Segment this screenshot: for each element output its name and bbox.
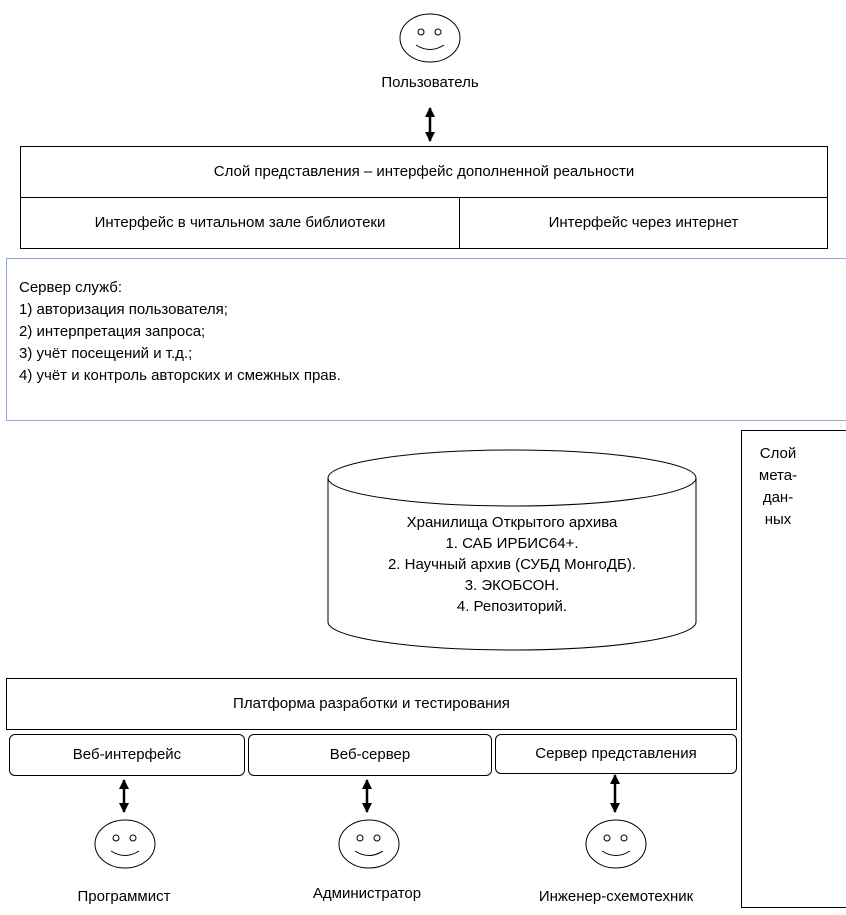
storage-item: 2. Научный архив (СУБД МонгоДБ). xyxy=(387,556,637,573)
web-server-box: Веб-сервер xyxy=(248,734,492,776)
presentation-layer-title: Слой представления – интерфейс дополненн… xyxy=(213,163,635,180)
internet-interface-box: Интерфейс через интернет xyxy=(459,197,828,249)
user-smiley-icon xyxy=(399,13,461,63)
storage-title: Хранилища Открытого архива xyxy=(406,514,618,531)
storage-text: Хранилища Открытого архива 1. САБ ИРБИС6… xyxy=(330,512,694,617)
services-item: 2) интерпретация запроса; xyxy=(19,323,206,340)
engineer-smiley-icon xyxy=(585,819,647,869)
presentation-layer-box: Слой представления – интерфейс дополненн… xyxy=(20,146,828,198)
engineer-label: Инженер-схемотехник xyxy=(538,888,694,905)
presentation-server-label: Сервер представления xyxy=(535,745,697,762)
storage-item: 3. ЭКОБСОН. xyxy=(464,577,560,594)
services-item: 4) учёт и контроль авторских и смежных п… xyxy=(19,367,341,384)
reading-room-interface-box: Интерфейс в читальном зале библиотеки xyxy=(20,197,460,249)
reading-room-interface-label: Интерфейс в читальном зале библиотеки xyxy=(94,214,386,231)
platform-box: Платформа разработки и тестирования xyxy=(6,678,737,730)
programmer-smiley-icon xyxy=(94,819,156,869)
services-item: 3) учёт посещений и т.д.; xyxy=(19,345,193,362)
services-item: 1) авторизация пользователя; xyxy=(19,301,228,318)
presentation-server-box: Сервер представления xyxy=(495,734,737,774)
programmer-label: Программист xyxy=(77,888,171,905)
services-server-title: Сервер служб: xyxy=(19,279,123,296)
web-interface-label: Веб-интерфейс xyxy=(72,746,182,763)
metadata-line: Слой xyxy=(759,445,797,462)
platform-title: Платформа разработки и тестирования xyxy=(233,695,510,712)
web-server-label: Веб-сервер xyxy=(329,746,411,763)
web-interface-box: Веб-интерфейс xyxy=(9,734,245,776)
metadata-line: мета- xyxy=(758,467,798,484)
storage-item: 1. САБ ИРБИС64+. xyxy=(445,535,579,552)
internet-interface-label: Интерфейс через интернет xyxy=(548,214,739,231)
services-server-box: Сервер служб: 1) авторизация пользовател… xyxy=(6,258,846,421)
user-label: Пользователь xyxy=(381,74,479,91)
storage-item: 4. Репозиторий. xyxy=(456,598,568,615)
metadata-layer-label: Слой мета- дан- ных xyxy=(742,431,814,531)
administrator-label: Администратор xyxy=(312,885,422,902)
storage-cylinder xyxy=(327,449,697,651)
metadata-line: ных xyxy=(764,511,792,528)
administrator-smiley-icon xyxy=(338,819,400,869)
metadata-layer-box: Слой мета- дан- ных xyxy=(741,430,846,908)
metadata-line: дан- xyxy=(762,489,794,506)
